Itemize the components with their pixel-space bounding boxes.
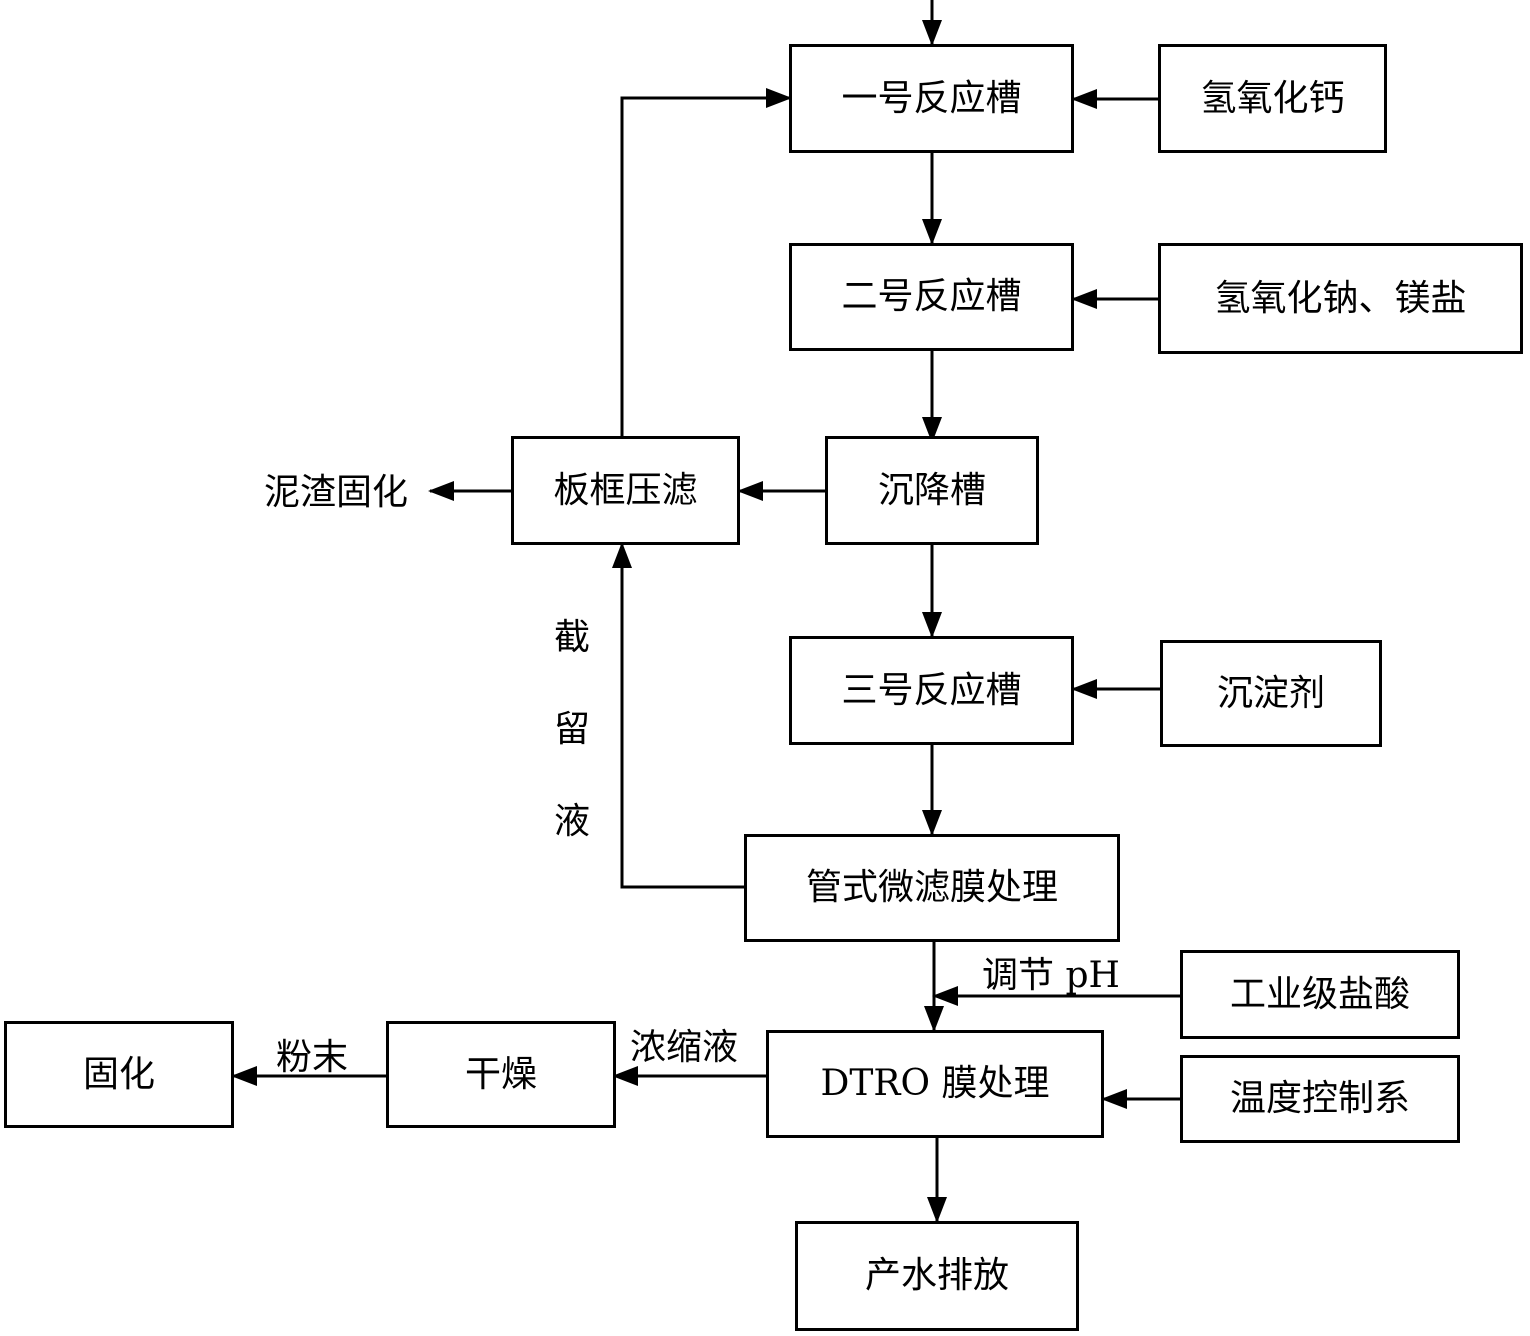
node-naoh-mg: 氢氧化钠、镁盐: [1158, 243, 1523, 354]
arrow-tubular-to-press: [612, 542, 744, 889]
label-concentrate: 浓缩液: [630, 1027, 739, 1068]
node-sludge-solidify: 泥渣固化: [264, 472, 409, 513]
node-filter-press: 板框压滤: [511, 436, 740, 545]
node-hcl: 工业级盐酸: [1180, 950, 1460, 1039]
arrow-press-to-reactor1: [620, 88, 792, 436]
node-reactor1: 一号反应槽: [789, 44, 1074, 153]
node-precipitant: 沉淀剂: [1160, 640, 1382, 747]
label-retentate-char-2: 留: [553, 709, 590, 750]
label-retentate-char-3: 液: [553, 801, 590, 842]
label-powder: 粉末: [276, 1037, 349, 1078]
node-solidify: 固化: [4, 1021, 234, 1128]
node-temp-control: 温度控制系: [1180, 1055, 1460, 1143]
node-dtro: DTRO 膜处理: [766, 1030, 1104, 1138]
node-drying: 干燥: [386, 1021, 616, 1128]
label-retentate: 截 留 液: [552, 620, 592, 896]
node-reactor3: 三号反应槽: [789, 636, 1074, 745]
node-tubular-mf: 管式微滤膜处理: [744, 834, 1120, 942]
node-reactor2: 二号反应槽: [789, 243, 1074, 351]
node-settling-tank: 沉降槽: [825, 436, 1039, 545]
label-retentate-char-1: 截: [553, 617, 590, 658]
node-calcium-hydroxide: 氢氧化钙: [1158, 44, 1387, 153]
label-adjust-ph: 调节 pH: [982, 955, 1120, 996]
node-water-discharge: 产水排放: [795, 1221, 1079, 1331]
